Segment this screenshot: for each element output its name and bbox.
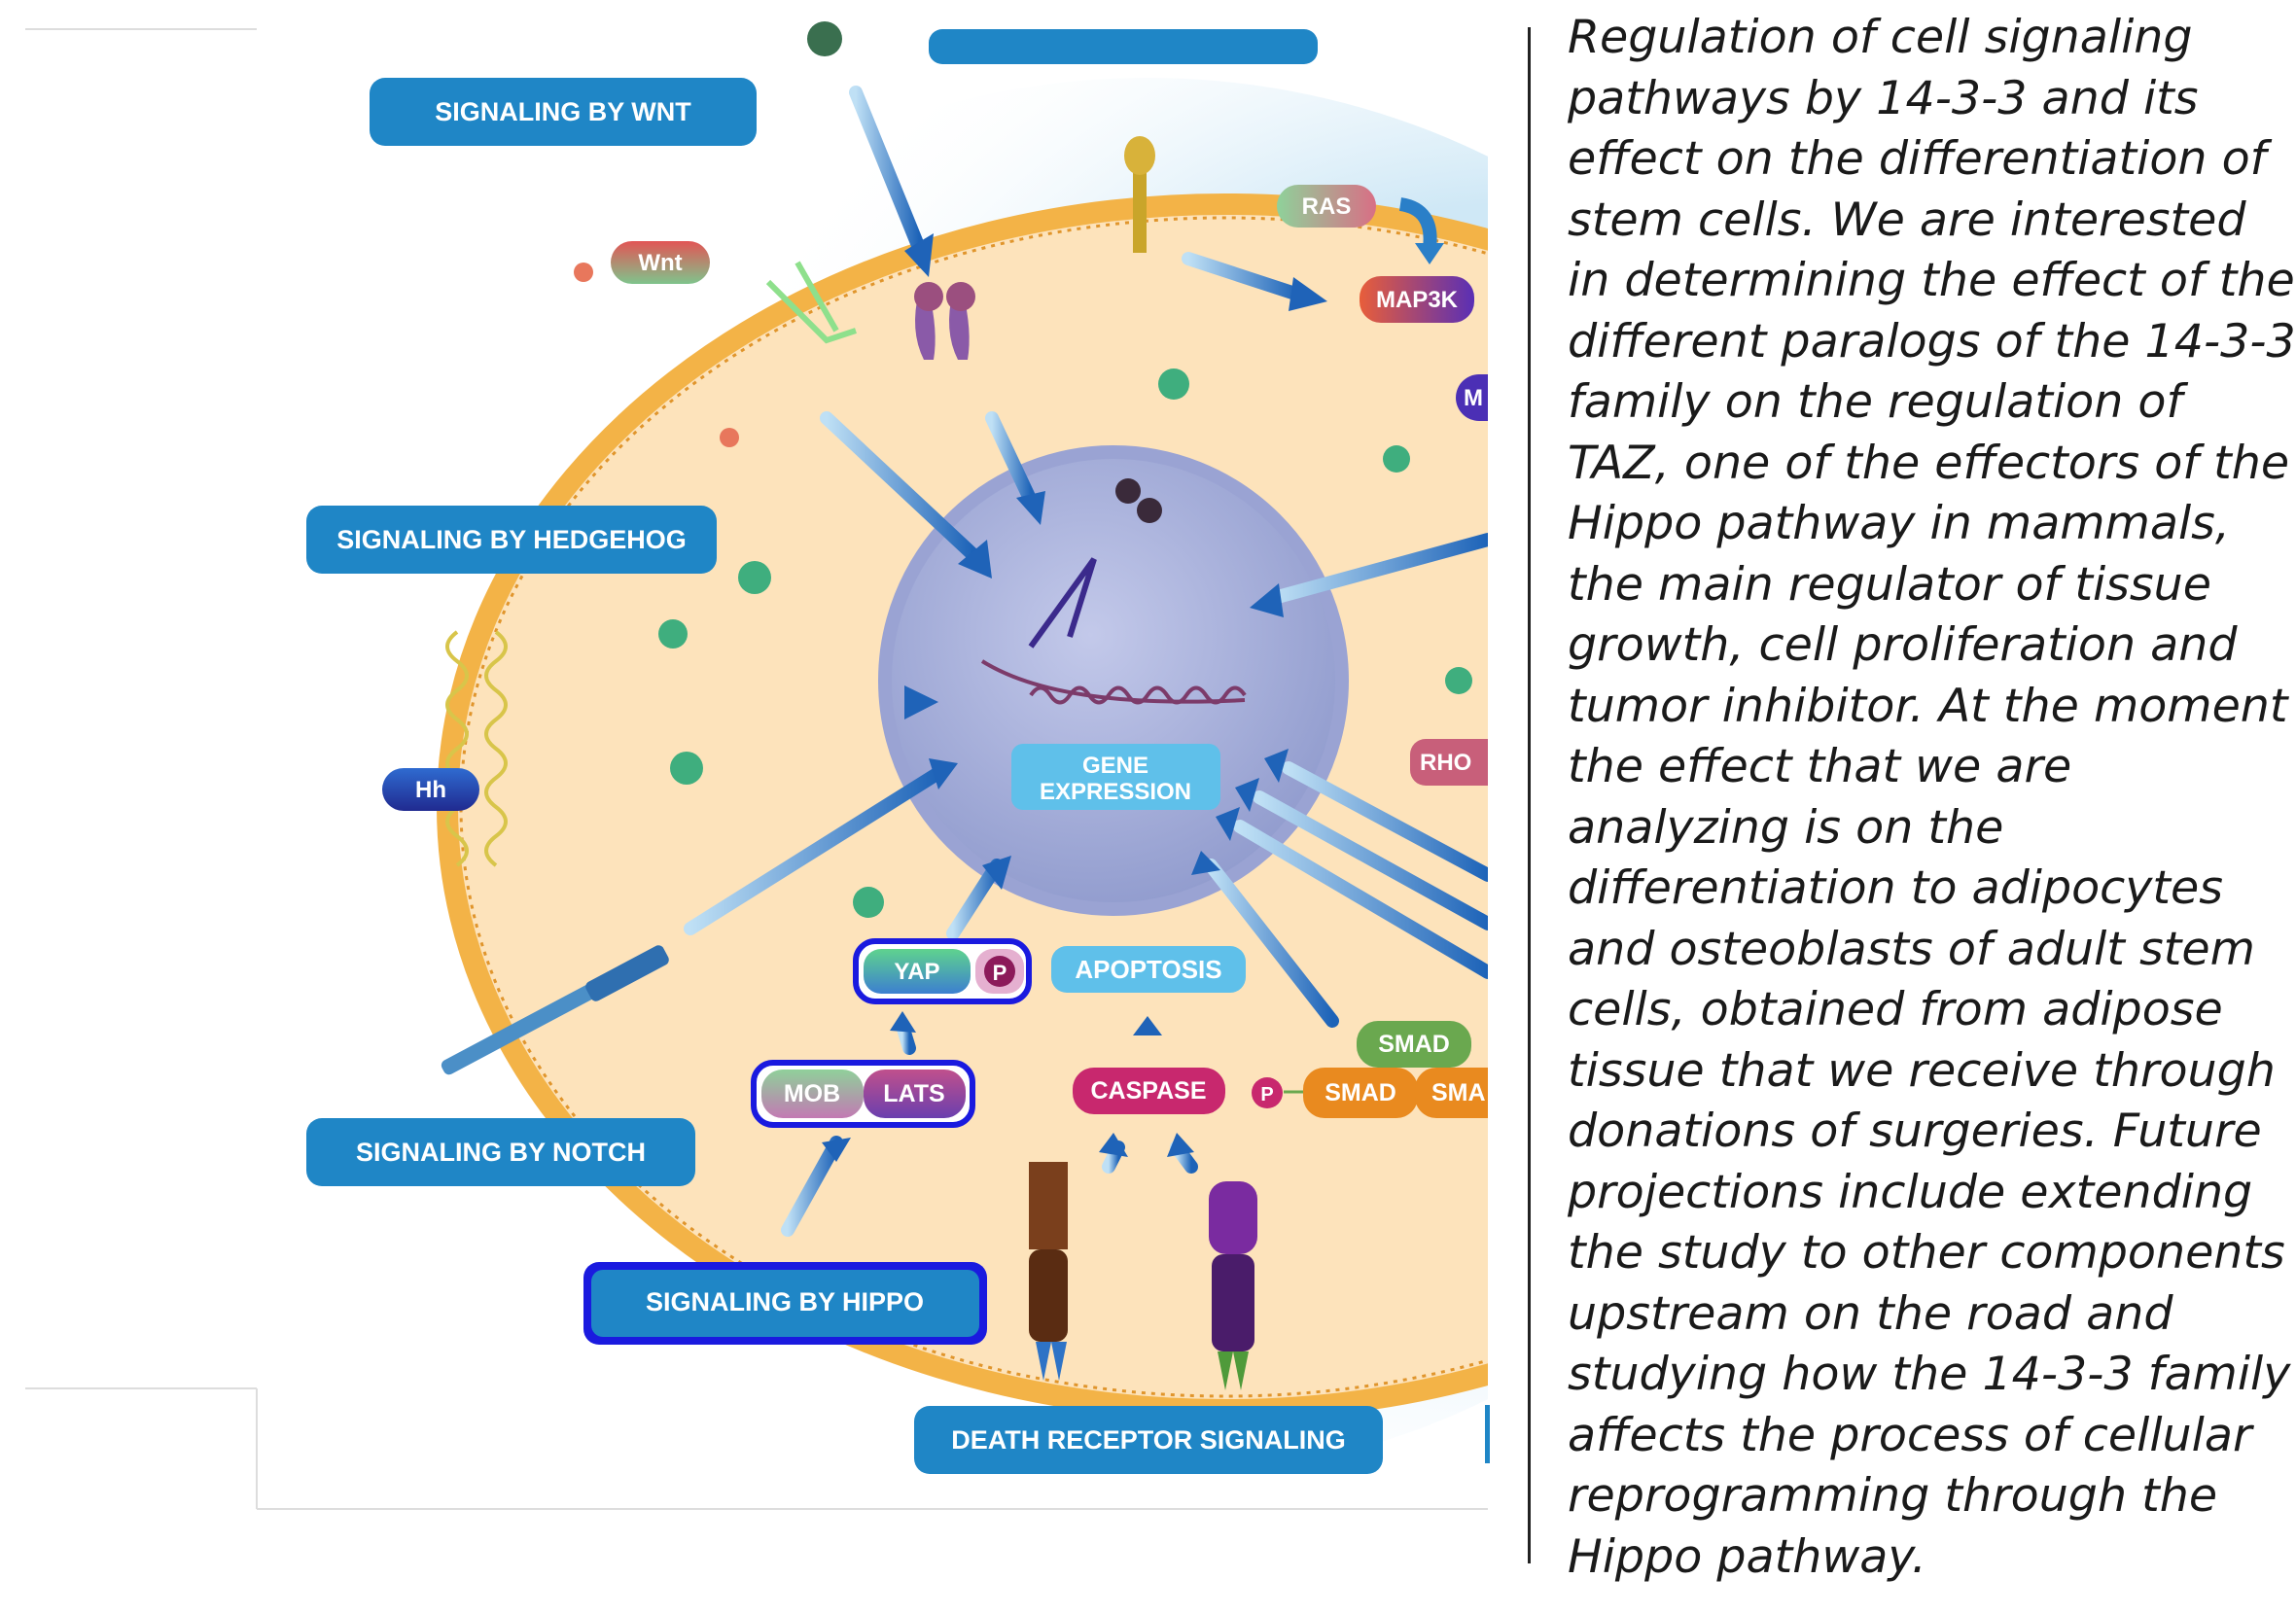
- hedgehog-pathway-label-box: [306, 506, 717, 574]
- smad-right-pill: [1415, 1068, 1488, 1118]
- smad-top-label: SMAD: [1378, 1031, 1450, 1058]
- caption-line: the effect that we are: [1568, 740, 2072, 793]
- map3k-label: MAP3K: [1376, 287, 1459, 313]
- caption-line: TAZ, one of the effectors of the: [1568, 436, 2290, 490]
- caption-line: growth, cell proliferation and: [1568, 618, 2238, 672]
- p-yap-label: P: [993, 961, 1007, 985]
- ras-map3k-arrow-head: [1415, 243, 1444, 264]
- right-edge-partial-label: [1485, 1405, 1490, 1463]
- ligand-dot: [574, 263, 593, 282]
- lats-pill: [864, 1070, 966, 1118]
- wnt-pathway-label-box: [370, 78, 757, 146]
- caption-line: analyzing is on the: [1568, 800, 2004, 855]
- hippo-pathway-label-box: [591, 1270, 979, 1337]
- cytoplasm-particles: [658, 368, 1472, 918]
- death-receptor-icon: [1209, 1181, 1257, 1390]
- yap-label: YAP: [894, 959, 939, 985]
- ras-label: RAS: [1302, 193, 1352, 220]
- caption-line: Hippo pathway in mammals,: [1568, 497, 2231, 550]
- caption-line: different paralogs of the 14-3-3: [1568, 314, 2296, 368]
- caption-divider: [1528, 27, 1531, 1563]
- caption-line: Regulation of cell signaling: [1568, 11, 2193, 64]
- caption-line: in determining the effect of the: [1568, 254, 2295, 307]
- caption-line: tissue that we receive through: [1568, 1043, 2276, 1098]
- caption-line: donations of surgeries. Future: [1568, 1105, 2262, 1158]
- caption-line: tumor inhibitor. At the moment: [1568, 679, 2288, 733]
- dna-helix-icon: [980, 557, 1247, 705]
- notch-pathway-label-box: [306, 1118, 695, 1186]
- wnt-pill: [611, 241, 710, 284]
- p-yap-circle: [984, 956, 1015, 987]
- caption-line: the main regulator of tissue: [1568, 557, 2211, 612]
- caspase-label: CASPASE: [1090, 1077, 1206, 1105]
- caption-line: reprogramming through the: [1568, 1469, 2218, 1523]
- caption-line: stem cells. We are interested: [1568, 193, 2246, 247]
- rho-label: RHO: [1420, 750, 1471, 776]
- hh-pill: [382, 768, 479, 811]
- mob-pill: [761, 1070, 864, 1118]
- death-receptor-icon: [1029, 1162, 1068, 1381]
- cell-membrane-inner-line: [459, 216, 1488, 1398]
- frizzled-receptor-icon: [914, 282, 975, 360]
- hh-label: Hh: [415, 777, 446, 803]
- hippo-pathway-label: SIGNALING BY HIPPO: [646, 1287, 924, 1316]
- lats-label: LATS: [883, 1080, 944, 1107]
- ras-map3k-arrow: [1398, 197, 1437, 249]
- nucleus: [878, 445, 1349, 916]
- p-smad-circle: [1252, 1077, 1283, 1108]
- caption-line: upstream on the road and: [1568, 1286, 2173, 1341]
- hedgehog-pathway-label: SIGNALING BY HEDGEHOG: [336, 525, 687, 554]
- ras-anchor-icon: [1124, 136, 1155, 253]
- gene-expression-line1: GENE: [1082, 753, 1148, 779]
- apoptosis-box: [1051, 946, 1246, 993]
- gene-expression-box: [1011, 744, 1220, 810]
- lrp-receptor-icon: [765, 261, 857, 344]
- m-pill: [1456, 374, 1488, 421]
- caption-line: and osteoblasts of adult stem: [1568, 922, 2255, 976]
- smad-left-label: SMAD: [1325, 1079, 1396, 1106]
- smad-top-pill: [1357, 1021, 1471, 1068]
- smad-left-pill: [1303, 1068, 1418, 1118]
- caption-line: affects the process of cellular: [1568, 1408, 2252, 1462]
- rna-polymerase-icon: [1115, 478, 1162, 523]
- patched-receptor-icon: [445, 630, 508, 867]
- notch-receptor-icon: [441, 945, 669, 1075]
- top-partial-dot: [807, 21, 842, 56]
- gene-expression-line2: EXPRESSION: [1040, 779, 1191, 805]
- ligand-dot: [720, 428, 739, 447]
- caption-text: Regulation of cell signaling pathways by…: [1568, 8, 2296, 1588]
- notch-pathway-label: SIGNALING BY NOTCH: [356, 1138, 646, 1167]
- apoptosis-label: APOPTOSIS: [1075, 955, 1221, 984]
- pathway-arrows: [582, 86, 1488, 1237]
- yap-pill: [864, 949, 971, 994]
- wnt-pathway-label: SIGNALING BY WNT: [435, 97, 691, 126]
- caption-line: effect on the differentiation of: [1568, 132, 2267, 186]
- arrow-heads: [822, 233, 1327, 1162]
- caption-line: studying how the 14-3-3 family: [1568, 1348, 2291, 1401]
- death-receptor-label-box: [914, 1406, 1383, 1474]
- caspase-pill: [1073, 1068, 1225, 1114]
- ras-pill: [1277, 185, 1376, 228]
- smad-right-label: SMA: [1431, 1079, 1486, 1106]
- caption-line: Hippo pathway.: [1568, 1529, 1926, 1584]
- mob-label: MOB: [784, 1080, 840, 1107]
- caption-line: family on the regulation of: [1568, 375, 2183, 429]
- caption-line: cells, obtained from adipose: [1568, 983, 2223, 1036]
- top-partial-label: [929, 29, 1318, 64]
- caption-line: pathways by 14-3-3 and its: [1568, 71, 2199, 125]
- cell-signaling-diagram: GENE EXPRESSION Wnt Hh RAS MAP3K M RHO Y…: [25, 21, 1490, 1510]
- p-smad-label: P: [1260, 1084, 1273, 1105]
- caption-line: the study to other components: [1568, 1226, 2285, 1280]
- caption-line: differentiation to adipocytes: [1568, 861, 2223, 915]
- caption-line: projections include extending: [1568, 1165, 2253, 1219]
- wnt-label: Wnt: [638, 250, 682, 276]
- death-receptor-pathway-label: DEATH RECEPTOR SIGNALING: [951, 1425, 1346, 1455]
- m-label: M: [1464, 385, 1483, 411]
- map3k-pill: [1360, 276, 1474, 323]
- rho-pill: [1410, 739, 1488, 786]
